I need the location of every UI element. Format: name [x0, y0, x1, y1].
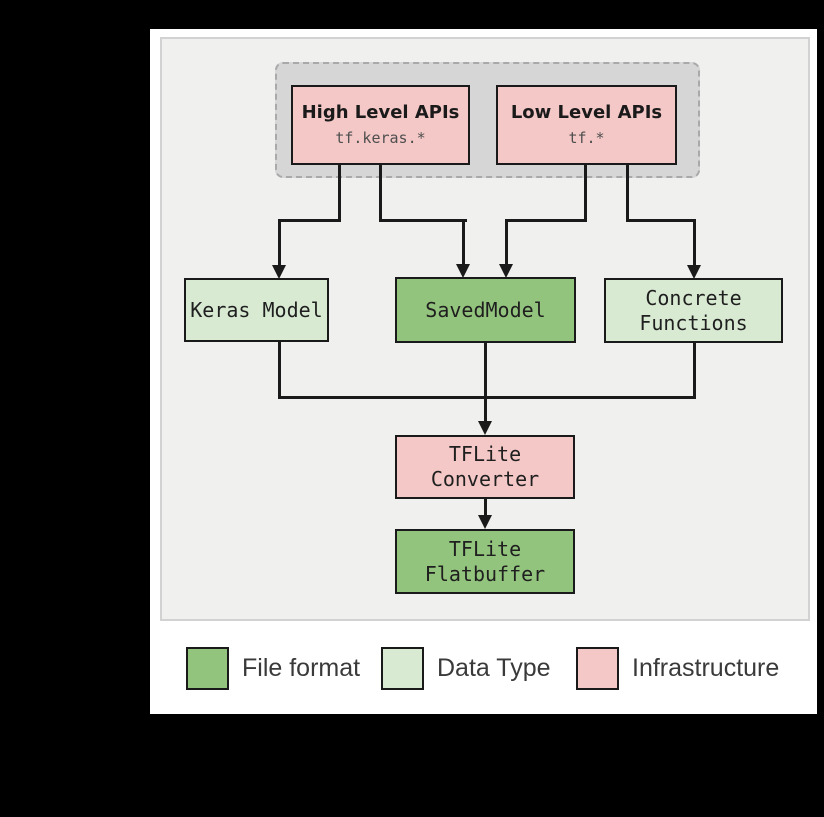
node-title: High Level APIs	[301, 102, 460, 124]
node-saved-model: SavedModel	[395, 277, 576, 343]
node-low-level-apis: Low Level APIs tf.*	[496, 85, 677, 165]
connector-line	[277, 395, 696, 399]
node-title: Low Level APIs	[510, 102, 663, 124]
legend-item-data-type: Data Type	[381, 647, 551, 690]
node-label-line2: Converter	[430, 467, 540, 491]
node-label-line1: TFLite	[448, 536, 522, 561]
node-high-level-apis: High Level APIs tf.keras.*	[291, 85, 470, 165]
diagram-panel: High Level APIs tf.keras.* Low Level API…	[160, 37, 810, 621]
connector-line	[692, 343, 696, 398]
connector-line	[483, 499, 487, 518]
arrow-down-icon	[478, 421, 492, 435]
figure-page: High Level APIs tf.keras.* Low Level API…	[150, 29, 817, 714]
legend-swatch	[186, 647, 229, 690]
connector-line	[277, 219, 281, 267]
arrow-down-icon	[687, 265, 701, 279]
node-label: SavedModel	[425, 297, 546, 322]
node-tflite-converter: TFLite Converter	[395, 435, 575, 499]
node-label-line1: TFLite	[448, 442, 522, 466]
connector-line	[504, 219, 508, 266]
node-keras-model: Keras Model	[184, 278, 329, 342]
legend-item-file-format: File format	[186, 647, 360, 690]
arrow-down-icon	[499, 264, 513, 278]
node-concrete-functions: Concrete Functions	[604, 278, 783, 343]
connector-line	[378, 219, 467, 222]
connector-line	[277, 342, 281, 398]
connector-line	[337, 165, 341, 222]
connector-line	[378, 165, 382, 222]
legend-swatch	[576, 647, 619, 690]
node-subtitle: tf.*	[568, 128, 605, 147]
legend-label: File format	[242, 654, 361, 682]
arrow-down-icon	[272, 265, 286, 279]
connector-line	[692, 219, 696, 267]
legend-label: Infrastructure	[632, 654, 780, 682]
node-tflite-flatbuffer: TFLite Flatbuffer	[395, 529, 575, 594]
connector-line	[504, 219, 587, 222]
arrow-down-icon	[456, 264, 470, 278]
node-label-line1: Concrete	[645, 285, 742, 310]
connector-line	[277, 219, 341, 222]
legend-label: Data Type	[437, 654, 551, 682]
legend-swatch	[381, 647, 424, 690]
connector-line	[625, 165, 629, 222]
connector-line	[483, 343, 487, 424]
node-label: Keras Model	[190, 297, 323, 322]
node-label-line2: Flatbuffer	[424, 561, 546, 586]
connector-line	[625, 219, 696, 222]
connector-line	[583, 165, 587, 222]
arrow-down-icon	[478, 515, 492, 529]
node-subtitle: tf.keras.*	[335, 128, 426, 147]
node-label-line2: Functions	[639, 310, 748, 335]
connector-line	[461, 219, 465, 266]
legend-item-infrastructure: Infrastructure	[576, 647, 779, 690]
